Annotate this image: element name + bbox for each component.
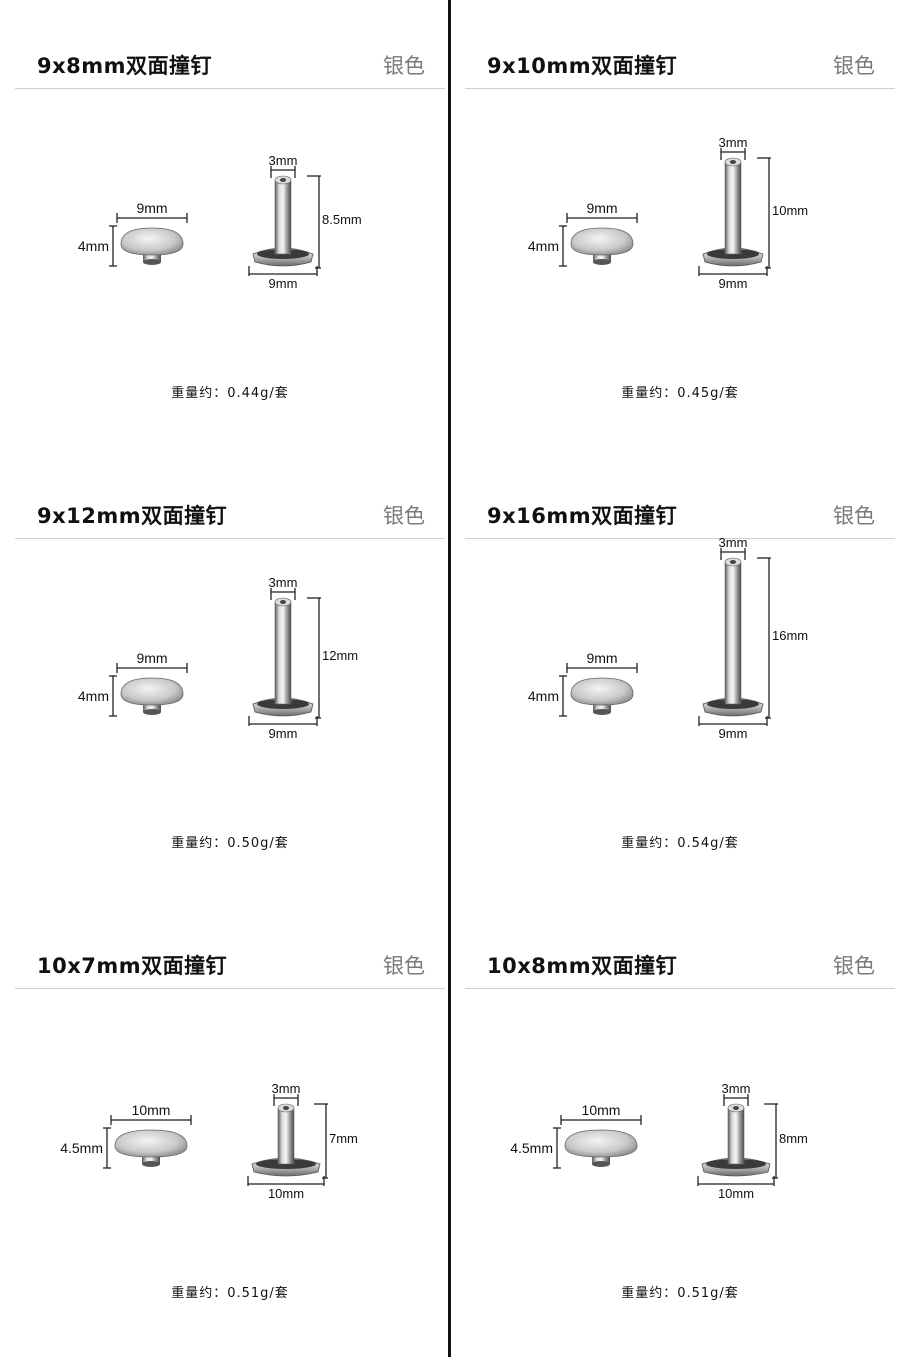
rivet-post-image — [702, 557, 764, 717]
rivet-post-image — [702, 157, 764, 267]
cap-width-label: 9mm — [586, 650, 617, 666]
weight-note: 重量约：0.51g/套 — [621, 1286, 739, 1301]
rivet-illustration: 9mm 4mm 3mm 16mm 9mm — [528, 535, 808, 741]
color-label: 银色 — [383, 954, 425, 978]
cap-width-label: 10mm — [132, 1102, 171, 1118]
weight-note: 重量约：0.50g/套 — [171, 836, 289, 851]
base-diameter-label: 9mm — [719, 276, 748, 291]
cap-height-label: 4mm — [528, 238, 559, 254]
base-diameter-label: 9mm — [269, 276, 298, 291]
rivet-cap-image — [564, 1129, 638, 1167]
rivet-illustration: 10mm 4.5mm 3mm 8mm 10mm — [510, 1081, 808, 1201]
product-panel: 9x8mm双面撞钉 银色 9mm 4mm 3mm 8.5mm 9mm 重量约：0.44g/套 — [15, 0, 445, 450]
color-label: 银色 — [383, 54, 425, 78]
title-rule — [465, 538, 895, 539]
hole-diameter-label: 3mm — [269, 153, 298, 168]
cap-width-label: 9mm — [136, 650, 167, 666]
product-title: 9x10mm双面撞钉 — [487, 54, 678, 78]
weight-note: 重量约：0.54g/套 — [621, 836, 739, 851]
cap-height-label: 4mm — [78, 688, 109, 704]
hole-diameter-label: 3mm — [719, 535, 748, 550]
title-rule — [15, 988, 445, 989]
product-panel: 9x10mm双面撞钉 银色 9mm 4mm 3mm 10mm 9mm 重量约：0.45g/套 — [465, 0, 895, 450]
color-label: 银色 — [833, 54, 875, 78]
rivet-cap-image — [114, 1129, 188, 1167]
product-panel: 9x16mm双面撞钉 银色 9mm 4mm 3mm 16mm 9mm 重量约：0.54g/套 — [465, 450, 895, 900]
base-diameter-label: 10mm — [268, 1186, 304, 1201]
title-rule — [15, 88, 445, 89]
hole-diameter-label: 3mm — [269, 575, 298, 590]
rivet-post-image — [252, 597, 314, 717]
rivet-illustration: 9mm 4mm 3mm 10mm 9mm — [528, 135, 808, 291]
cap-width-label: 9mm — [136, 200, 167, 216]
product-panel: 10x7mm双面撞钉 银色 10mm 4.5mm 3mm 7mm 10mm 重量约：0.51g… — [15, 900, 445, 1350]
center-divider — [448, 0, 451, 1357]
weight-note: 重量约：0.51g/套 — [171, 1286, 289, 1301]
cap-height-label: 4mm — [528, 688, 559, 704]
product-title: 9x12mm双面撞钉 — [37, 504, 228, 528]
post-height-label: 7mm — [329, 1131, 358, 1146]
cap-width-label: 10mm — [582, 1102, 621, 1118]
rivet-cap-image — [120, 227, 184, 265]
title-rule — [465, 988, 895, 989]
weight-note: 重量约：0.45g/套 — [621, 386, 739, 401]
product-title: 9x16mm双面撞钉 — [487, 504, 678, 528]
cap-height-label: 4.5mm — [510, 1140, 553, 1156]
product-title: 10x8mm双面撞钉 — [487, 954, 678, 978]
product-panel: 9x12mm双面撞钉 银色 9mm 4mm 3mm 12mm 9mm 重量约：0.50g/套 — [15, 450, 445, 900]
rivet-cap-image — [570, 227, 634, 265]
rivet-illustration: 10mm 4.5mm 3mm 7mm 10mm — [60, 1081, 358, 1201]
rivet-illustration: 9mm 4mm 3mm 12mm 9mm — [78, 575, 358, 741]
rivet-cap-image — [120, 677, 184, 715]
cap-height-label: 4.5mm — [60, 1140, 103, 1156]
weight-note: 重量约：0.44g/套 — [171, 386, 289, 401]
color-label: 银色 — [383, 504, 425, 528]
product-title: 9x8mm双面撞钉 — [37, 54, 213, 78]
product-title: 10x7mm双面撞钉 — [37, 954, 228, 978]
rivet-post-image — [701, 1103, 771, 1177]
hole-diameter-label: 3mm — [719, 135, 748, 150]
base-diameter-label: 9mm — [269, 726, 298, 741]
cap-width-label: 9mm — [586, 200, 617, 216]
post-height-label: 16mm — [772, 628, 808, 643]
rivet-cap-image — [570, 677, 634, 715]
post-height-label: 10mm — [772, 203, 808, 218]
base-diameter-label: 10mm — [718, 1186, 754, 1201]
color-label: 银色 — [833, 954, 875, 978]
hole-diameter-label: 3mm — [272, 1081, 301, 1096]
product-panel: 10x8mm双面撞钉 银色 10mm 4.5mm 3mm 8mm 10mm 重量约：0.51g… — [465, 900, 895, 1350]
rivet-illustration: 9mm 4mm 3mm 8.5mm 9mm — [78, 153, 362, 291]
post-height-label: 8mm — [779, 1131, 808, 1146]
post-height-label: 8.5mm — [322, 212, 362, 227]
color-label: 银色 — [833, 504, 875, 528]
base-diameter-label: 9mm — [719, 726, 748, 741]
title-rule — [465, 88, 895, 89]
rivet-post-image — [252, 175, 314, 267]
post-height-label: 12mm — [322, 648, 358, 663]
title-rule — [15, 538, 445, 539]
rivet-post-image — [251, 1103, 321, 1177]
hole-diameter-label: 3mm — [722, 1081, 751, 1096]
cap-height-label: 4mm — [78, 238, 109, 254]
